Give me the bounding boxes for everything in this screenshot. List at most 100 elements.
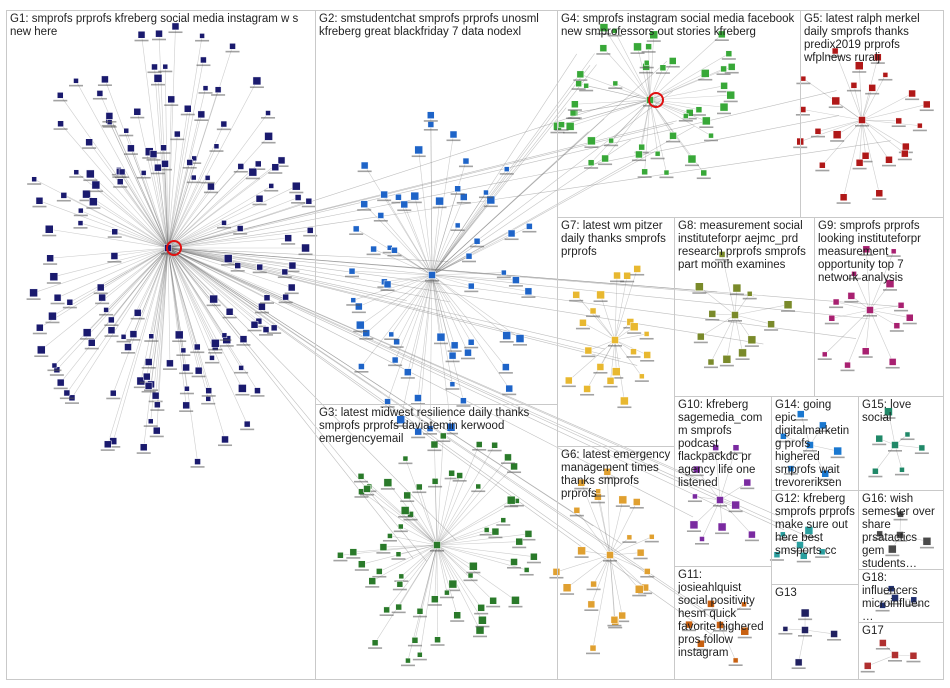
node-label-mark	[423, 433, 438, 435]
node-label-mark	[499, 173, 514, 175]
node-g10	[692, 465, 701, 474]
node-g2	[400, 200, 409, 209]
node-g2	[515, 334, 525, 343]
node-label-mark	[796, 560, 811, 563]
edge-g10	[694, 496, 721, 501]
node-g7	[643, 351, 651, 359]
edge-g1	[95, 184, 169, 249]
edge-g3	[436, 499, 512, 546]
node-g1	[88, 339, 96, 347]
node-g1	[221, 435, 229, 444]
node-g7	[583, 385, 591, 393]
node-g2	[524, 287, 533, 296]
edge-g1	[167, 185, 272, 249]
node-g1	[248, 167, 258, 177]
node-label-mark	[432, 206, 447, 209]
group-title-g14: G14: going epic digitalmarketing profs h…	[775, 399, 850, 489]
node-g1	[57, 120, 64, 128]
node-label-mark	[456, 405, 471, 407]
edge-g9	[869, 283, 891, 311]
node-g1	[184, 385, 190, 392]
node-g7	[596, 290, 605, 300]
node-g9	[893, 322, 901, 329]
edge-g1	[112, 247, 169, 394]
edge-g6	[609, 552, 641, 556]
node-label-mark	[79, 199, 94, 202]
edge-g3	[398, 544, 438, 608]
node-label-mark	[586, 588, 601, 591]
node-g2	[483, 189, 489, 196]
cross-edge	[431, 131, 589, 276]
edge-g3	[436, 533, 529, 546]
node-label-mark	[251, 325, 266, 328]
node-label-mark	[607, 624, 622, 627]
node-label-mark	[47, 369, 62, 372]
edge-g1	[100, 247, 169, 288]
node-label-mark	[694, 542, 709, 545]
node-label-mark	[504, 238, 519, 241]
node-label-mark	[817, 358, 832, 360]
group-title-g10: G10: kfreberg sagemedia_comm smprofs pod…	[678, 399, 763, 489]
node-label-mark	[198, 92, 213, 94]
node-g3	[358, 560, 366, 568]
node-label-mark	[638, 592, 653, 595]
edge-g1	[167, 200, 309, 249]
node-g1	[209, 294, 218, 304]
edge-g1	[167, 247, 187, 368]
edge-g4	[557, 99, 651, 127]
node-label-mark	[106, 446, 121, 448]
edge-g4	[604, 99, 651, 159]
node-label-mark	[233, 233, 248, 235]
cross-edge	[167, 247, 754, 297]
edge-g1	[167, 35, 203, 249]
node-label-mark	[590, 501, 605, 504]
edge-g2	[417, 274, 433, 399]
node-label-mark	[801, 535, 816, 538]
node-g2	[449, 130, 458, 139]
group-panel-g16: G16: wish semester over share prsatactic…	[858, 490, 944, 570]
node-label-mark	[121, 352, 136, 354]
node-label-mark	[217, 339, 232, 341]
node-g1	[147, 418, 154, 425]
node-g5	[861, 152, 870, 160]
node-label-mark	[900, 438, 915, 441]
node-label-mark	[886, 255, 901, 257]
node-g4	[669, 57, 677, 65]
node-label-mark	[872, 443, 887, 446]
edge-g6	[609, 536, 652, 556]
edge-g1	[167, 247, 213, 359]
edge-g6	[580, 482, 611, 556]
node-g5	[874, 53, 882, 62]
edge-g2	[431, 188, 458, 276]
node-g1	[162, 63, 169, 70]
node-g16	[888, 544, 897, 554]
edge-g3	[419, 544, 438, 655]
node-label-mark	[633, 557, 648, 560]
node-g1	[281, 268, 289, 276]
node-g2	[486, 195, 496, 205]
node-label-mark	[586, 652, 601, 655]
node-label-mark	[152, 38, 167, 41]
edge-g2	[431, 274, 529, 292]
node-g3	[405, 657, 411, 664]
node-label-mark	[717, 112, 732, 115]
cross-edge	[167, 247, 718, 293]
node-g4	[702, 116, 711, 126]
edge-g7	[610, 339, 616, 381]
node-label-mark	[43, 263, 58, 265]
group-panel-g1: G1: smprofs prprofs kfreberg social medi…	[6, 10, 316, 680]
node-g4	[612, 80, 619, 87]
edge-g6	[609, 499, 624, 556]
node-label-mark	[596, 33, 611, 35]
node-g1	[98, 293, 106, 302]
node-label-mark	[53, 128, 68, 130]
node-label-mark	[863, 315, 877, 317]
edge-g1	[167, 186, 212, 249]
node-label-mark	[34, 355, 49, 358]
node-label-mark	[190, 466, 205, 468]
node-g8	[697, 332, 705, 341]
cross-edge	[167, 247, 857, 339]
node-label-mark	[473, 635, 488, 638]
node-g3	[416, 608, 424, 615]
node-label-mark	[881, 164, 896, 167]
